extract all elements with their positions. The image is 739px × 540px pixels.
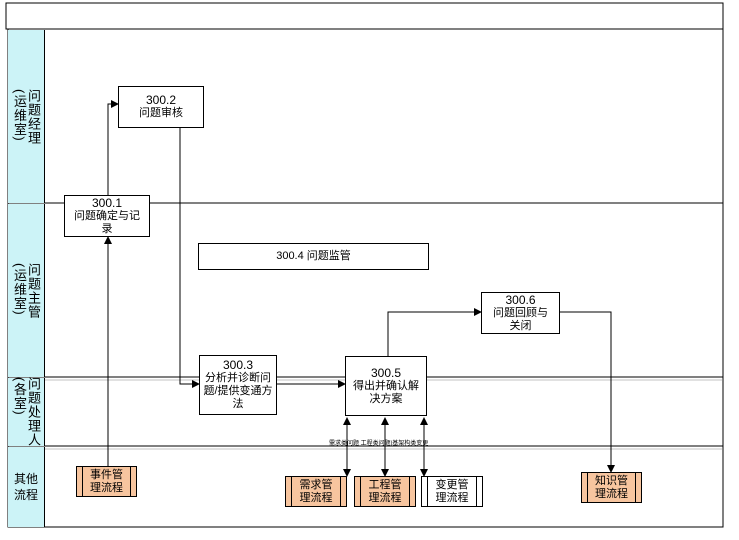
node-text: 问题审核 (139, 107, 183, 119)
arrow-3006-to-knowledge (560, 311, 615, 473)
node-300-4[interactable]: 300.4 问题监管 (198, 243, 429, 270)
lane-label-problem-supervisor: 问题主管 (运维室) (8, 204, 45, 377)
node-number: 300.1 (91, 195, 123, 210)
node-text: 300.4 问题监管 (276, 250, 351, 262)
external-engineering-management[interactable]: 工程管 理流程 (354, 476, 416, 507)
external-knowledge-management[interactable]: 知识管 理流程 (581, 472, 642, 503)
external-incident-management[interactable]: 事件管 理流程 (76, 466, 137, 497)
node-number: 300.6 (505, 292, 536, 307)
node-300-1[interactable]: 300.1 问题确定与记 录 (64, 195, 150, 237)
top-header-bar (5, 2, 724, 30)
lane-label-text: 问题主管 (运维室) (12, 262, 41, 319)
lane-label-text: 问题经理 (运维室) (12, 88, 41, 145)
node-300-3[interactable]: 300.3 分析并诊断问 题/提供变通方 法 (199, 355, 277, 415)
node-300-2[interactable]: 300.2 问题审核 (118, 86, 204, 128)
lane-label-other-processes: 其他 流程 (8, 447, 45, 527)
external-change-management[interactable]: 变更管 理流程 (421, 476, 483, 507)
node-number: 300.3 (222, 358, 254, 372)
arrow-3002-to-3003 (179, 128, 200, 388)
lane-label-text: 其他 流程 (13, 472, 38, 502)
lane-label-problem-handler: 问题处理人 (各室) (8, 377, 45, 447)
arrow-annotation: 需求类问题 工程类问题|基架构类变更 (329, 441, 429, 447)
node-number: 300.2 (145, 93, 177, 107)
arrow-3001-to-3002 (107, 100, 119, 195)
lane-label-text: 问题处理人 (各室) (12, 377, 41, 447)
arrow-3005-to-3006 (387, 308, 482, 356)
node-300-6[interactable]: 300.6 问题回顾与 关闭 (481, 292, 560, 334)
external-demand-management[interactable]: 需求管 理流程 (285, 476, 347, 507)
node-text: 问题确定与记 录 (74, 209, 140, 235)
node-text: 分析并诊断问 题/提供变通方 法 (203, 372, 273, 410)
node-text: 问题回顾与 关闭 (493, 306, 548, 332)
node-text: 得出并确认解 决方案 (353, 379, 419, 405)
lane-label-problem-manager: 问题经理 (运维室) (8, 30, 45, 203)
node-300-5[interactable]: 300.5 得出并确认解 决方案 (345, 356, 427, 416)
node-number: 300.5 (370, 365, 402, 380)
